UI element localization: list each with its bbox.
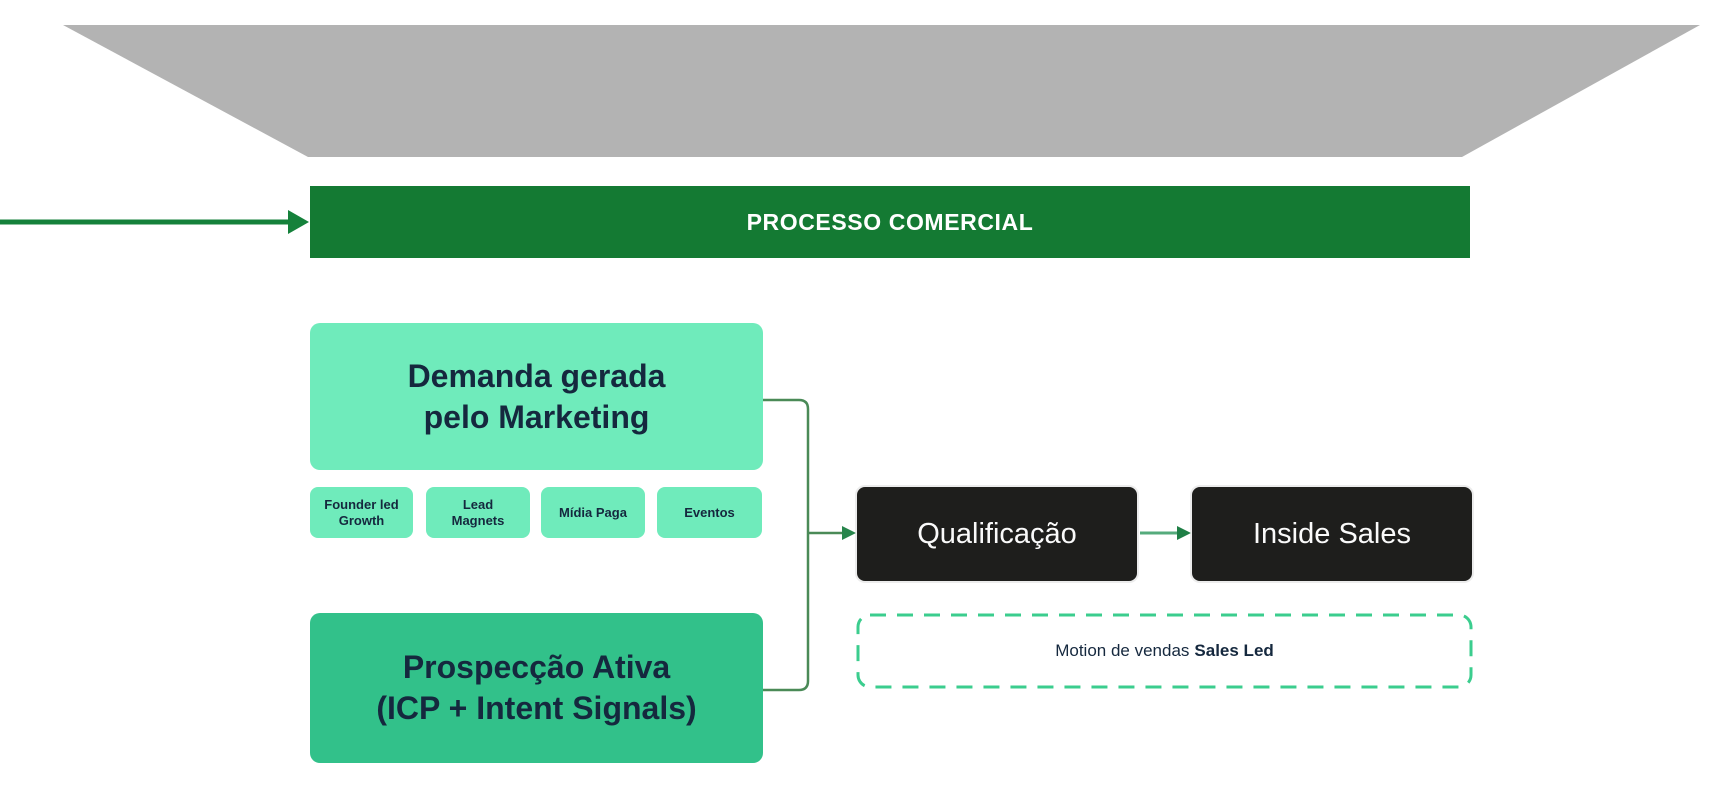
funnel-bottom-shape <box>63 25 1700 157</box>
active-prospecting-label-line2: (ICP + Intent Signals) <box>376 690 697 726</box>
inflow-arrow-head <box>288 210 309 234</box>
channel-chip-label: Eventos <box>684 504 735 520</box>
motion-note-prefix: Motion de vendas <box>1055 641 1190 660</box>
process-banner: PROCESSO COMERCIAL <box>310 186 1470 258</box>
channel-chip-lead-magnets: Lead Magnets <box>426 487 530 538</box>
channel-chip-eventos: Eventos <box>657 487 762 538</box>
marketing-demand-label-line1: Demanda gerada <box>407 357 666 394</box>
marketing-demand-label-line2: pelo Marketing <box>423 398 650 435</box>
inside-sales-node: Inside Sales <box>1192 487 1472 581</box>
channel-chip-midia-paga: Mídia Paga <box>541 487 645 538</box>
qualification-label: Qualificação <box>917 517 1077 550</box>
motion-note: Motion de vendas Sales Led <box>857 614 1472 688</box>
active-prospecting-node: Prospecção Ativa (ICP + Intent Signals) <box>310 613 763 763</box>
channel-chip-label: Mídia Paga <box>559 504 627 520</box>
motion-note-emphasis: Sales Led <box>1194 641 1274 660</box>
channel-chip-label: Founder led Growth <box>324 496 399 528</box>
active-prospecting-label-line1: Prospecção Ativa <box>402 649 671 685</box>
channel-chip-label: Lead Magnets <box>451 496 505 528</box>
process-banner-label: PROCESSO COMERCIAL <box>746 208 1034 235</box>
channel-chip-founder-led-growth: Founder led Growth <box>310 487 413 538</box>
qualification-node: Qualificação <box>857 487 1137 581</box>
inside-sales-label: Inside Sales <box>1253 517 1411 550</box>
qualification-arrow-head <box>842 526 856 540</box>
merge-bracket-connector <box>763 398 810 692</box>
inside-sales-arrow-head <box>1177 526 1191 540</box>
marketing-demand-node: Demanda gerada pelo Marketing <box>310 323 763 470</box>
